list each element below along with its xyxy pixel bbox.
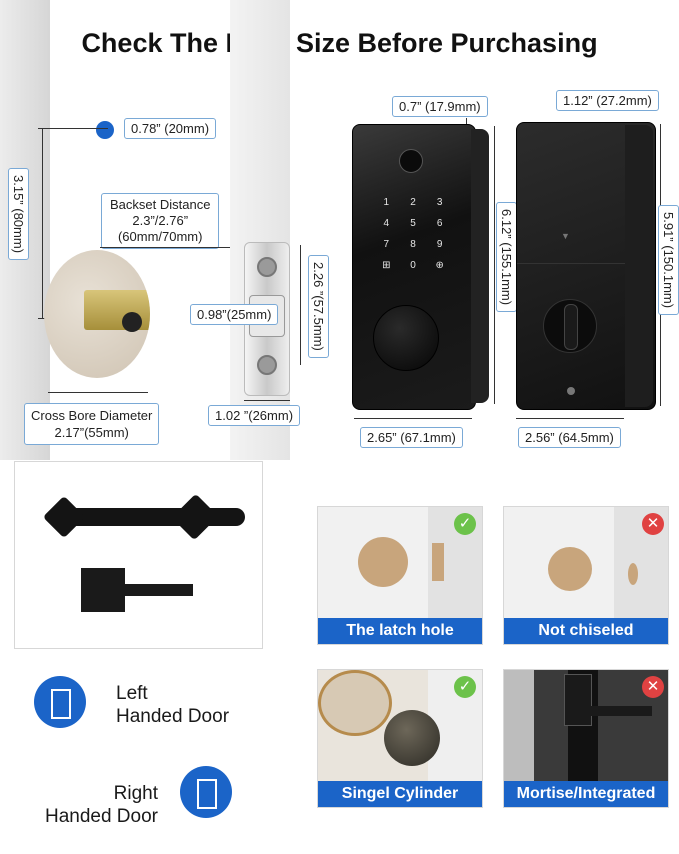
key-1[interactable]: 1 xyxy=(383,197,390,208)
key-9[interactable]: 9 xyxy=(436,239,443,250)
cross-icon: ✕ xyxy=(642,513,664,535)
plate-width-label: 1.02 ”(26mm) xyxy=(208,405,301,426)
plate-height-label: 2.26 ”(57.5mm) xyxy=(308,255,329,358)
right-handed-label: Right Handed Door xyxy=(30,782,158,828)
lock-front: 1 2 3 4 5 6 7 8 9 ⊞ 0 ⊕ xyxy=(352,124,489,410)
right-door-icon xyxy=(180,766,232,818)
page-title: Check The Door Size Before Purchasing xyxy=(81,28,598,58)
key-0[interactable]: 0 xyxy=(410,260,416,271)
left-line1: Left xyxy=(116,683,148,704)
card-latch-hole: ✓ The latch hole xyxy=(317,506,483,645)
battery-slot xyxy=(567,387,575,395)
height-80mm-label: 3.15” (80mm) xyxy=(8,168,29,261)
key-4[interactable]: 4 xyxy=(383,218,390,229)
key-6[interactable]: 6 xyxy=(436,218,443,229)
left-handed-label: Left Handed Door xyxy=(116,682,229,728)
hole-size-label: 0.78” (20mm) xyxy=(124,118,217,139)
latch-photo xyxy=(44,250,150,378)
keypad[interactable]: 1 2 3 4 5 6 7 8 9 ⊞ 0 ⊕ xyxy=(373,197,453,271)
caption-latch: The latch hole xyxy=(318,618,482,644)
backset-inch: 2.3”/2.76” xyxy=(132,213,189,228)
backset-mm: (60mm/70mm) xyxy=(117,229,203,244)
turn-piece[interactable] xyxy=(543,299,597,353)
lock-back: ▼ xyxy=(516,122,656,410)
key-8[interactable]: 8 xyxy=(410,239,416,250)
front-depth-label: 0.7” (17.9mm) xyxy=(392,96,488,117)
right-line1: Right xyxy=(113,783,158,804)
caption-cylinder: Singel Cylinder xyxy=(318,781,482,807)
caption-chisel: Not chiseled xyxy=(504,618,668,644)
key-3[interactable]: 3 xyxy=(436,197,443,208)
left-door-icon xyxy=(34,676,86,728)
fingerprint-sensor[interactable] xyxy=(399,149,423,173)
card-not-chiseled: ✕ Not chiseled xyxy=(503,506,669,645)
check-icon: ✓ xyxy=(454,513,476,535)
logo-icon: ▼ xyxy=(561,231,570,241)
cross-bore-title: Cross Bore Diameter xyxy=(31,408,153,423)
bolt-width-label: 0.98”(25mm) xyxy=(190,304,279,325)
backset-title: Backset Distance xyxy=(110,197,211,212)
caption-mortise: Mortise/Integrated xyxy=(504,781,668,807)
right-line2: Handed Door xyxy=(44,806,158,827)
key-lock-icon[interactable]: ⊞ xyxy=(382,260,391,271)
cross-bore-value: 2.17”(55mm) xyxy=(54,425,129,440)
check-icon: ✓ xyxy=(454,676,476,698)
left-line2: Handed Door xyxy=(116,706,230,727)
key-7[interactable]: 7 xyxy=(383,239,390,250)
hole-dot xyxy=(96,121,114,139)
front-width-label: 2.65” (67.1mm) xyxy=(360,427,463,448)
cross-bore-label: Cross Bore Diameter 2.17”(55mm) xyxy=(24,403,160,445)
card-single-cylinder: ✓ Singel Cylinder xyxy=(317,669,483,808)
key-5[interactable]: 5 xyxy=(410,218,416,229)
back-width-label: 2.56” (64.5mm) xyxy=(518,427,621,448)
card-mortise: ✕ Mortise/Integrated xyxy=(503,669,669,808)
backset-label: Backset Distance 2.3”/2.76” (60mm/70mm) xyxy=(101,193,220,249)
cross-icon: ✕ xyxy=(642,676,664,698)
back-depth-label: 1.12” (27.2mm) xyxy=(556,90,659,111)
key-2[interactable]: 2 xyxy=(410,197,416,208)
handles-card xyxy=(14,461,263,649)
thumb-knob[interactable] xyxy=(373,305,439,371)
back-height-label: 5.91” (150.1mm) xyxy=(658,205,679,316)
front-height-label: 6.12” (155.1mm) xyxy=(496,202,517,313)
key-bell-icon[interactable]: ⊕ xyxy=(435,260,444,271)
